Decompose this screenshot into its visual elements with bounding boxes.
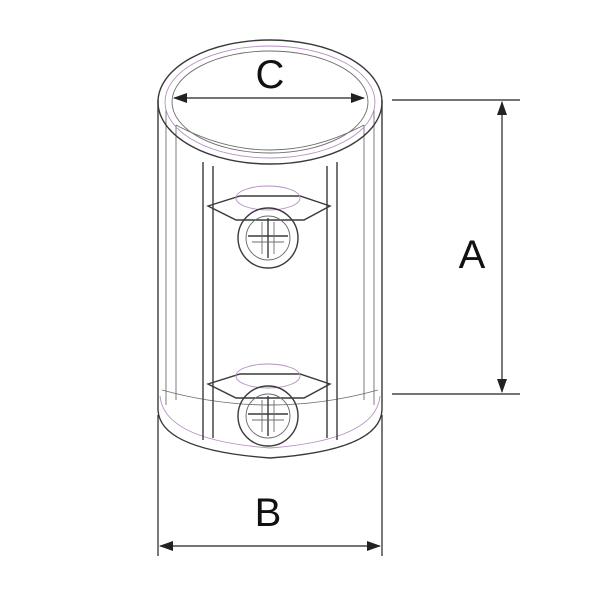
dimension-c: C bbox=[173, 53, 365, 103]
top-rim bbox=[157, 39, 383, 165]
label-c: C bbox=[256, 53, 285, 97]
clamp-band bbox=[202, 162, 338, 440]
upper-wing-screw bbox=[206, 185, 332, 269]
label-a: A bbox=[459, 233, 486, 277]
lower-wing-screw bbox=[206, 363, 332, 447]
dimension-a: A bbox=[392, 99, 520, 395]
dimension-b: B bbox=[157, 415, 383, 556]
label-b: B bbox=[255, 491, 282, 535]
cylinder-body bbox=[157, 100, 383, 459]
